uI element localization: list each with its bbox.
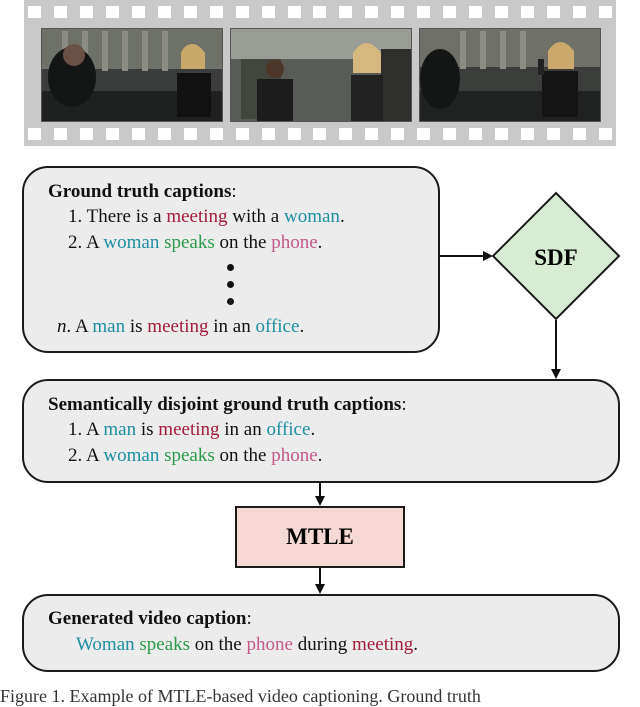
- ellipsis-dot-2: [227, 281, 234, 288]
- generated-caption-text: Woman speaks on the phone during meeting…: [76, 634, 418, 655]
- ground-truth-caption-n: n. A man is meeting in an office.: [57, 316, 305, 337]
- ellipsis-dot-3: [227, 298, 234, 305]
- film-perforations-bottom: [28, 128, 612, 140]
- film-perforations-top: [28, 6, 612, 18]
- disjoint-captions-title: Semantically disjoint ground truth capti…: [48, 394, 407, 415]
- mtle-box: MTLE: [235, 506, 405, 568]
- ground-truth-captions-box: Ground truth captions: 1. There is a mee…: [22, 166, 440, 353]
- disjoint-caption-1: 1. A man is meeting in an office.: [68, 419, 316, 440]
- ground-truth-caption-2: 2. A woman speaks on the phone.: [68, 232, 323, 253]
- ground-truth-title: Ground truth captions:: [48, 181, 237, 202]
- video-frame-2: [230, 28, 412, 122]
- video-frame-1: [41, 28, 223, 122]
- ellipsis-dot-1: [227, 264, 234, 271]
- generated-caption-title: Generated video caption:: [48, 608, 252, 629]
- figure-caption: Figure 1. Example of MTLE-based video ca…: [0, 686, 481, 706]
- ground-truth-caption-1: 1. There is a meeting with a woman.: [68, 206, 345, 227]
- disjoint-caption-2: 2. A woman speaks on the phone.: [68, 445, 323, 466]
- generated-caption-box: Generated video caption: Woman speaks on…: [22, 594, 620, 672]
- video-frame-3: [419, 28, 601, 122]
- disjoint-captions-box: Semantically disjoint ground truth capti…: [22, 379, 620, 483]
- film-strip: [24, 0, 616, 146]
- sdf-label: SDF: [534, 245, 578, 270]
